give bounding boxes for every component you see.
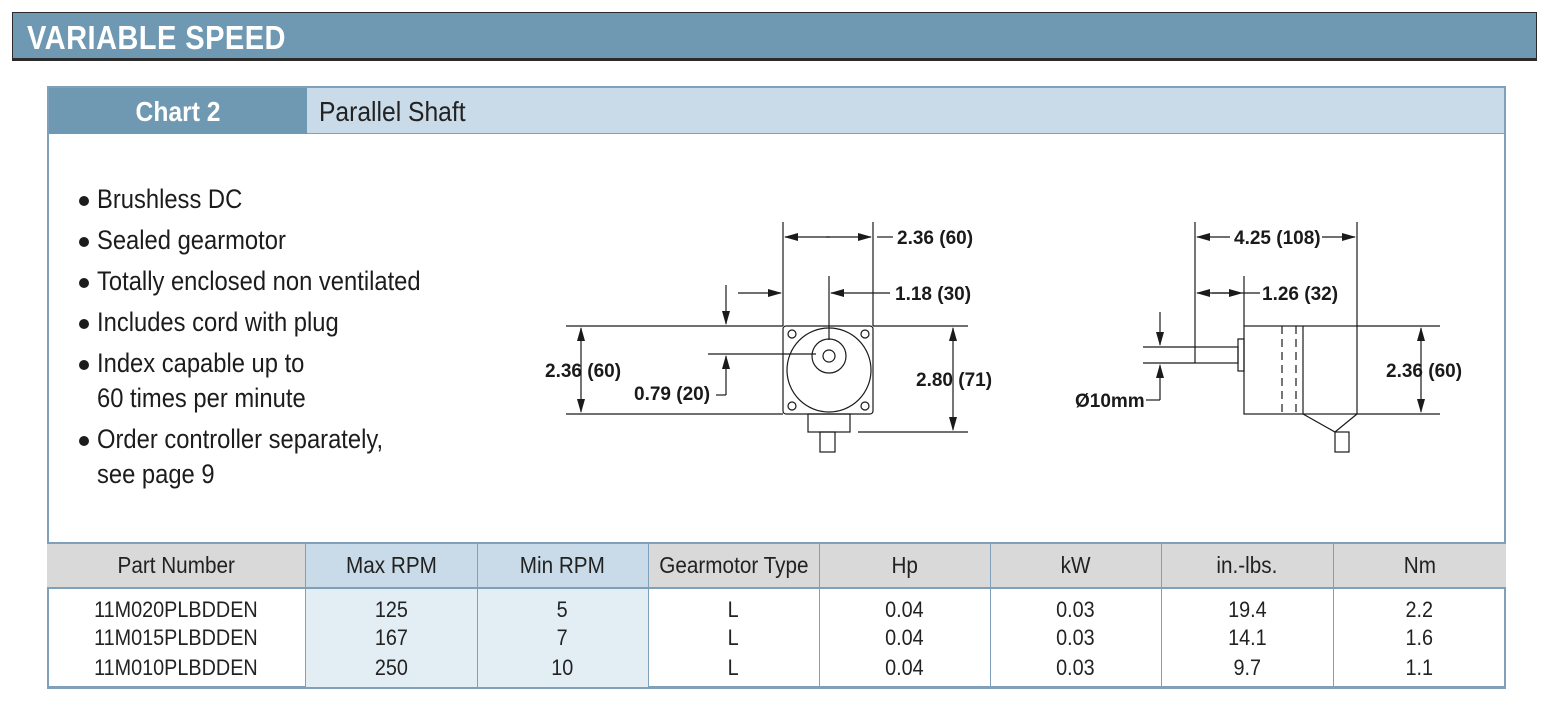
col-hp: Hp (819, 542, 991, 589)
col-in-lbs: in.-lbs. (1161, 542, 1334, 589)
front-width-label: 2.36 (60) (897, 228, 973, 249)
chart-title: Parallel Shaft (319, 96, 466, 127)
feature-item: Brushless DC (77, 182, 477, 217)
feature-item: Sealed gearmotor (77, 223, 477, 258)
table-row: 11M010PLBDDEN 250 10 L 0.04 0.03 9.7 1.1 (47, 653, 1506, 688)
side-height-label: 2.36 (60) (1386, 361, 1462, 382)
col-min-rpm: Min RPM (477, 542, 649, 589)
front-shaft-height-label: 0.79 (20) (634, 384, 710, 405)
feature-item: Totally enclosed non ventilated (77, 264, 477, 299)
cell-min-rpm: 7 (477, 623, 649, 653)
cell-min-rpm: 5 (477, 588, 649, 623)
table-row: 11M015PLBDDEN 167 7 L 0.04 0.03 14.1 1.6 (47, 623, 1506, 653)
cell-nm: 1.6 (1405, 625, 1434, 650)
cell-hp: 0.04 (819, 588, 991, 623)
side-shaft-length-label: 1.26 (32) (1262, 284, 1338, 305)
front-total-height-label: 2.80 (71) (916, 370, 992, 391)
side-view-drawing (1143, 222, 1440, 453)
side-length-label: 4.25 (108) (1234, 228, 1321, 249)
front-height-label: 2.36 (60) (545, 361, 621, 382)
front-shaft-offset-label: 1.18 (30) (895, 284, 971, 305)
cell-hp: 0.04 (819, 623, 991, 653)
cell-gearmotor-type: L (648, 653, 820, 688)
col-max-rpm: Max RPM (305, 542, 478, 589)
cell-gearmotor-type: L (648, 588, 820, 623)
cell-in-lbs: 19.4 (1161, 588, 1334, 623)
cell-kw: 0.03 (990, 623, 1162, 653)
specs-table: Part Number Max RPM Min RPM Gearmotor Ty… (47, 542, 1506, 689)
chart-label-tab: Chart 2 (49, 88, 307, 134)
bullet-icon (79, 360, 89, 370)
cell-in-lbs: 14.1 (1161, 623, 1334, 653)
bullet-icon (79, 237, 89, 247)
cell-part-number: 11M020PLBDDEN (47, 588, 306, 623)
cell-part-number: 11M010PLBDDEN (47, 653, 306, 688)
feature-item: Includes cord with plug (77, 305, 477, 340)
cell-in-lbs: 9.7 (1161, 653, 1334, 688)
side-shaft-diameter-label: Ø10mm (1075, 391, 1145, 412)
feature-item: Order controller separately, see page 9 (77, 422, 477, 492)
chart-title-bar: Parallel Shaft (307, 88, 1504, 134)
cell-max-rpm: 125 (305, 588, 478, 623)
cell-min-rpm: 10 (477, 653, 649, 688)
col-part-number: Part Number (47, 542, 306, 589)
cell-nm: 2.2 (1405, 597, 1434, 622)
section-banner: VARIABLE SPEED (12, 12, 1537, 61)
feature-list: Brushless DC Sealed gearmotor Totally en… (77, 182, 477, 498)
cell-gearmotor-type: L (648, 623, 820, 653)
table-row: 11M020PLBDDEN 125 5 L 0.04 0.03 19.4 2.2 (47, 588, 1506, 623)
bullet-icon (79, 436, 89, 446)
col-nm: Nm (1333, 542, 1506, 589)
bullet-icon (79, 196, 89, 206)
cell-hp: 0.04 (819, 653, 991, 688)
section-title: VARIABLE SPEED (27, 19, 286, 56)
bullet-icon (79, 278, 89, 288)
col-kw: kW (990, 542, 1162, 589)
cell-max-rpm: 250 (305, 653, 478, 688)
cell-kw: 0.03 (990, 588, 1162, 623)
chart-label: Chart 2 (135, 96, 221, 127)
cell-nm: 1.1 (1405, 655, 1434, 680)
front-view-drawing (566, 222, 968, 453)
col-gearmotor-type: Gearmotor Type (648, 542, 820, 589)
cell-max-rpm: 167 (305, 623, 478, 653)
table-header-row: Part Number Max RPM Min RPM Gearmotor Ty… (47, 542, 1506, 589)
bullet-icon (79, 319, 89, 329)
cell-part-number: 11M015PLBDDEN (47, 623, 306, 653)
feature-item: Index capable up to 60 times per minute (77, 346, 477, 416)
cell-kw: 0.03 (990, 653, 1162, 688)
